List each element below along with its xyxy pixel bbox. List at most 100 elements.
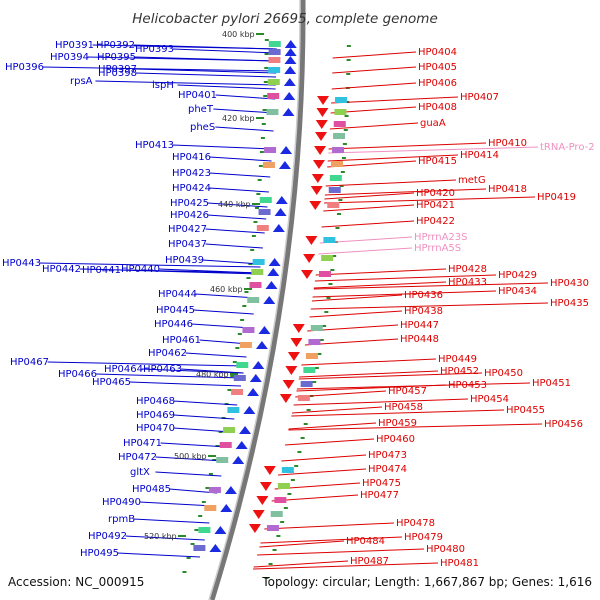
label-leader-line (304, 338, 399, 346)
gene-label: rpmB (108, 514, 135, 525)
gene-label: HP0474 (368, 464, 407, 475)
gene-label: HP0461 (162, 335, 201, 346)
label-leader-line (155, 456, 225, 462)
gene-label: HP0457 (388, 386, 427, 397)
label-leader-line (155, 471, 222, 477)
forward-feature-block (330, 161, 343, 167)
gene-label: HP0405 (418, 62, 457, 73)
reverse-feature-block (258, 209, 271, 215)
gene-label: HP0415 (418, 156, 457, 167)
forward-gene-arrow (301, 270, 314, 279)
reverse-feature-block (252, 259, 265, 265)
gene-label: HP0477 (360, 490, 399, 501)
label-leader-line (291, 409, 505, 417)
gene-label: HP0473 (368, 450, 407, 461)
reverse-gene-arrow (275, 196, 288, 204)
forward-feature-block (333, 121, 346, 127)
reverse-feature-block (267, 79, 280, 85)
label-leader-line (309, 310, 403, 318)
gene-label: HP0393 (135, 44, 174, 55)
label-leader-line (39, 262, 261, 268)
label-leader-line (215, 94, 276, 100)
gene-label: HP0469 (136, 410, 175, 421)
label-leader-line (42, 66, 277, 72)
forward-feature-block (335, 97, 348, 103)
gene-label: HP0437 (168, 239, 207, 250)
reverse-gene-arrow (284, 56, 297, 64)
reverse-feature-block (268, 57, 281, 63)
label-leader-line (312, 290, 497, 298)
forward-gene-arrow (279, 394, 292, 403)
reverse-gene-arrow (272, 224, 285, 232)
label-leader-line (325, 179, 457, 187)
forward-feature-block (303, 367, 316, 373)
reverse-gene-arrow (255, 341, 268, 349)
label-leader-line (172, 48, 277, 54)
gene-label: HP0429 (498, 270, 537, 281)
gene-label: HP0443 (2, 258, 41, 269)
forward-gene-arrow (312, 160, 325, 169)
reverse-gene-arrow (284, 48, 297, 56)
genome-backbone-highlight (208, 0, 301, 600)
gene-label: HP0396 (5, 62, 44, 73)
forward-gene-arrow (316, 108, 329, 117)
label-leader-line (264, 522, 395, 530)
gene-label: HP0467 (10, 357, 49, 368)
reverse-feature-block (193, 545, 206, 551)
forward-feature-block (328, 187, 341, 193)
reverse-feature-block (236, 362, 249, 368)
accession-text: Accession: NC_000915 (8, 575, 144, 589)
label-leader-line (95, 373, 243, 379)
gene-label: HP0453 (448, 380, 487, 391)
gene-label: HP0454 (470, 394, 509, 405)
gene-label: HP0436 (404, 290, 443, 301)
reverse-gene-arrow (282, 108, 295, 116)
label-leader-line (134, 56, 277, 62)
reverse-feature-block (204, 505, 217, 511)
gene-label: HP0406 (418, 78, 457, 89)
reverse-gene-arrow (268, 258, 281, 266)
forward-feature-block (332, 147, 345, 153)
label-leader-line (173, 414, 235, 420)
label-leader-line (318, 247, 413, 255)
kbp-label: 460 kbp (210, 285, 243, 294)
gene-label: HPrrnA5S (414, 243, 461, 254)
label-leader-line (207, 214, 267, 220)
gene-label: HPrrnA23S (414, 232, 468, 243)
label-leader-line (191, 323, 252, 329)
gene-label: HP0435 (550, 298, 589, 309)
label-leader-line (310, 302, 549, 310)
label-leader-line (295, 390, 387, 398)
gene-label: HP0456 (544, 419, 583, 430)
gene-label: HP0422 (416, 216, 455, 227)
label-leader-line (125, 535, 205, 541)
label-leader-line (119, 269, 260, 275)
gene-label: HP0465 (92, 377, 131, 388)
label-leader-line (332, 51, 417, 59)
reverse-gene-arrow (209, 544, 222, 552)
kbp-label: 400 kbp (222, 30, 255, 39)
label-leader-line (324, 196, 536, 204)
reverse-gene-arrow (220, 504, 233, 512)
forward-gene-arrow (256, 496, 269, 505)
gene-label: HP0460 (376, 434, 415, 445)
reverse-gene-arrow (258, 326, 271, 334)
gene-label: guaA (420, 118, 446, 129)
gene-label: HP0418 (488, 184, 527, 195)
gene-label: HP0458 (384, 402, 423, 413)
reverse-feature-block (259, 197, 272, 203)
reverse-gene-arrow (263, 296, 276, 304)
gene-label: HP0430 (550, 278, 589, 289)
gene-label: HP0464 (104, 364, 143, 375)
gene-label: HP0481 (440, 558, 479, 569)
reverse-feature-block (219, 442, 232, 448)
gene-label: HP0433 (448, 277, 487, 288)
gene-label: HP0395 (97, 52, 136, 63)
forward-feature-block (310, 325, 323, 331)
reverse-gene-arrow (235, 441, 248, 449)
reverse-feature-block (231, 389, 244, 395)
forward-feature-block (305, 353, 318, 359)
gene-label: tRNA-Pro-2 (540, 142, 595, 153)
label-leader-line (313, 282, 549, 290)
reverse-gene-arrow (249, 374, 262, 382)
